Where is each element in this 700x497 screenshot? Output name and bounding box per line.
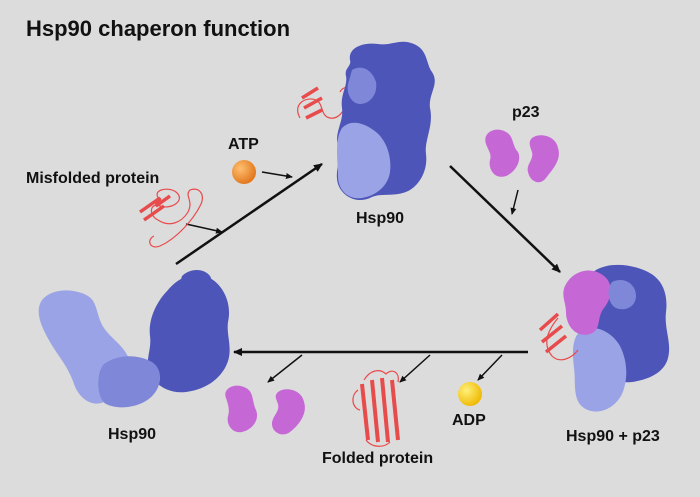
label-misfolded-protein: Misfolded protein	[26, 170, 160, 187]
hsp90-top-illustration	[336, 41, 435, 201]
misfolded-protein-illustration	[138, 188, 203, 248]
label-hsp90-p23: Hsp90 + p23	[566, 428, 660, 445]
label-hsp90-top: Hsp90	[356, 210, 405, 227]
p23-released-illustration	[225, 385, 305, 435]
bound-protein-top	[297, 86, 352, 120]
bound-protein-right	[538, 312, 579, 361]
arrow-to-top	[175, 162, 323, 266]
hsp90-left-illustration	[38, 270, 230, 408]
label-hsp90-left: Hsp90	[108, 426, 157, 443]
arrow-adp-out	[477, 354, 503, 381]
label-folded-protein: Folded protein	[322, 450, 434, 467]
label-atp: ATP	[228, 136, 259, 153]
arrow-atp-in	[261, 171, 293, 179]
adp-sphere	[458, 382, 482, 406]
atp-sphere	[232, 160, 256, 184]
hsp90-p23-illustration	[563, 264, 670, 412]
arrow-to-right	[449, 165, 561, 273]
diagram-title: Hsp90 chaperon function	[26, 16, 291, 41]
label-p23: p23	[512, 104, 540, 121]
label-adp: ADP	[452, 412, 486, 429]
p23-top-illustration	[485, 129, 559, 183]
folded-protein-illustration	[352, 370, 400, 447]
arrow-misfolded-in	[185, 223, 223, 234]
arrow-p23-in	[510, 189, 519, 215]
arrow-p23-out	[267, 354, 303, 383]
arrow-folded-out	[399, 354, 431, 383]
